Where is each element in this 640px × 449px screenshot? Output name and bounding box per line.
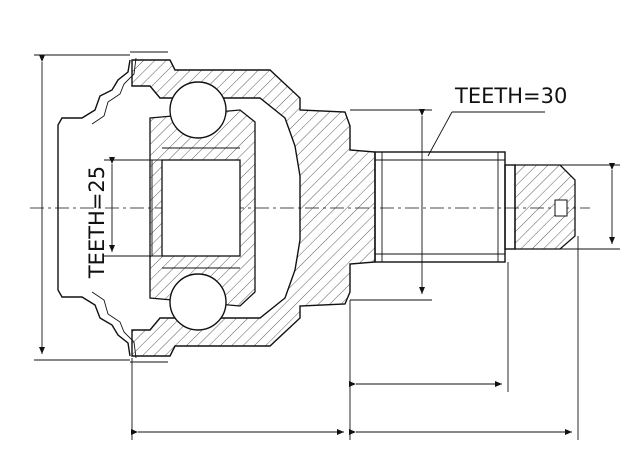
boot-bellows	[57, 51, 168, 363]
outer-spline-label: TEETH=30	[454, 84, 567, 108]
inner-spline-bore	[161, 159, 241, 257]
stub-shaft	[374, 151, 576, 263]
dim-boot-diameter	[34, 54, 130, 361]
dim-inner-spline	[104, 157, 162, 257]
inner-spline-label: TEETH=25	[85, 166, 109, 279]
ball-upper	[169, 81, 227, 139]
dim-outer-spline	[350, 109, 545, 301]
ball-lower	[169, 273, 227, 331]
dim-thread-diameter	[560, 163, 620, 250]
outer-housing	[131, 59, 376, 357]
